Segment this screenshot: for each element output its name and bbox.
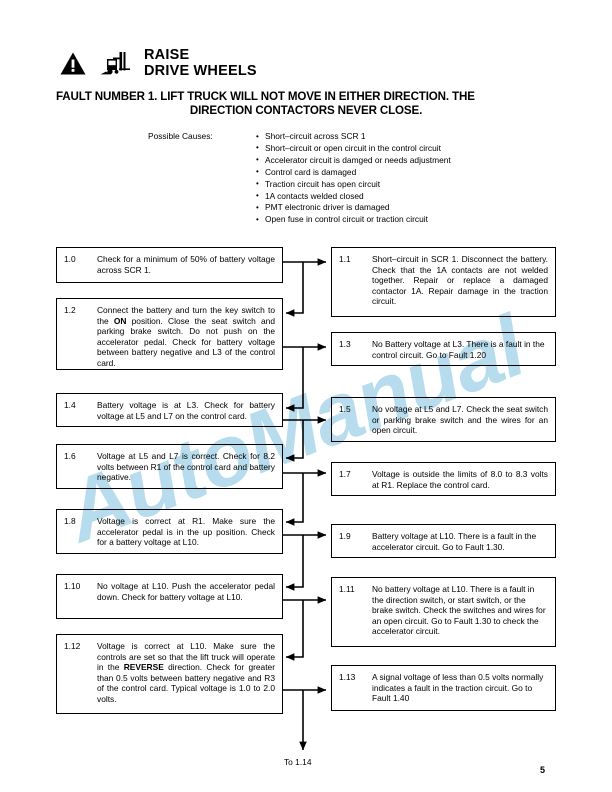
list-item: Traction circuit has open circuit: [256, 178, 451, 191]
forklift-icon: [86, 51, 134, 76]
step-text-part2: position. Close the seat switch and park…: [97, 315, 275, 368]
list-item: PMT electronic driver is damaged: [256, 202, 451, 214]
step-number: 1.13: [339, 672, 356, 682]
possible-causes-label: Possible Causes:: [148, 131, 213, 141]
step-number: 1.8: [64, 516, 76, 526]
flow-step-1-5[interactable]: 1.5 No voltage at L5 and L7. Check the s…: [331, 397, 556, 442]
flow-step-1-7[interactable]: 1.7 Voltage is outside the limits of 8.0…: [331, 462, 556, 496]
list-item: Open fuse in control circuit or traction…: [256, 214, 451, 226]
step-text: A signal voltage of less than 0.5 volts …: [372, 672, 544, 704]
list-item: Short–circuit across SCR 1: [256, 131, 451, 143]
page-header: RAISE DRIVE WHEELS: [60, 47, 257, 79]
flow-step-1-11[interactable]: 1.11 No battery voltage at L10. There is…: [331, 577, 556, 647]
fault-title: FAULT NUMBER 1. LIFT TRUCK WILL NOT MOVE…: [56, 90, 556, 118]
flow-step-1-0[interactable]: 1.0 Check for a minimum of 50% of batter…: [56, 247, 283, 283]
step-text: No Battery voltage at L3. There is a fau…: [372, 339, 545, 360]
step-text: Voltage is correct at L10. Make sure the…: [97, 641, 275, 705]
step-text: No voltage at L10. Push the accelerator …: [97, 581, 275, 602]
flow-step-1-4[interactable]: 1.4 Battery voltage is at L3. Check for …: [56, 393, 283, 427]
step-number: 1.10: [64, 581, 81, 591]
list-item: Short–circuit or open circuit in the con…: [256, 142, 451, 155]
step-number: 1.12: [64, 641, 81, 651]
header-title-block: RAISE DRIVE WHEELS: [144, 47, 257, 79]
step-text-emphasis: ON: [113, 315, 127, 326]
flow-step-1-2[interactable]: 1.2 Connect the battery and turn the key…: [56, 298, 283, 370]
flow-step-1-6[interactable]: 1.6 Voltage at L5 and L7 is correct. Che…: [56, 444, 283, 489]
page-number: 5: [540, 765, 546, 775]
step-text-part2: direction. Check for greater than 0.5 vo…: [97, 662, 275, 704]
flow-step-1-8[interactable]: 1.8 Voltage is correct at R1. Make sure …: [56, 509, 283, 554]
list-item: Control card is damaged: [256, 166, 451, 179]
flow-step-1-10[interactable]: 1.10 No voltage at L10. Push the acceler…: [56, 574, 283, 619]
step-number: 1.3: [339, 339, 351, 349]
step-text-emphasis: REVERSE: [123, 662, 164, 673]
step-text: Battery voltage is at L3. Check for batt…: [97, 400, 275, 421]
step-number: 1.0: [64, 254, 76, 264]
flow-step-1-1[interactable]: 1.1 Short–circuit in SCR 1. Disconnect t…: [331, 247, 556, 317]
step-text: Voltage at L5 and L7 is correct. Check f…: [97, 451, 275, 483]
step-text: No voltage at L5 and L7. Check the seat …: [372, 404, 548, 436]
step-text: Voltage is outside the limits of 8.0 to …: [372, 469, 548, 490]
header-title-line1: RAISE: [144, 47, 190, 63]
step-text-part1: Voltage is correct at L10. Make sure the…: [97, 641, 275, 673]
fault-title-line2: DIRECTION CONTACTORS NEVER CLOSE.: [189, 104, 423, 117]
step-text: Short–circuit in SCR 1. Disconnect the b…: [372, 254, 548, 307]
to-next-fault-label: To 1.14: [284, 757, 312, 767]
flow-step-1-13[interactable]: 1.13 A signal voltage of less than 0.5 v…: [331, 665, 556, 711]
warning-triangle-icon: [60, 52, 86, 75]
flow-step-1-3[interactable]: 1.3 No Battery voltage at L3. There is a…: [331, 332, 556, 366]
possible-causes-list: Short–circuit across SCR 1 Short–circuit…: [256, 131, 451, 226]
step-number: 1.2: [64, 305, 76, 315]
list-item: Accelerator circuit is damged or needs a…: [256, 154, 451, 167]
step-number: 1.4: [64, 400, 76, 410]
step-text: Connect the battery and turn the key swi…: [97, 305, 275, 369]
step-text: Battery voltage at L10. There is a fault…: [372, 531, 537, 552]
step-text: No battery voltage at L10. There is a fa…: [372, 584, 546, 637]
step-number: 1.11: [339, 584, 355, 594]
header-title-line2: DRIVE WHEELS: [144, 62, 257, 79]
list-item: 1A contacts welded closed: [256, 190, 451, 203]
step-number: 1.1: [339, 254, 351, 264]
step-text: Voltage is correct at R1. Make sure the …: [97, 516, 275, 548]
step-number: 1.6: [64, 451, 76, 461]
step-number: 1.9: [339, 531, 351, 541]
step-text-part1: Connect the battery and turn the key swi…: [97, 305, 275, 326]
step-text: Check for a minimum of 50% of battery vo…: [97, 254, 275, 275]
fault-title-line1: FAULT NUMBER 1. LIFT TRUCK WILL NOT MOVE…: [56, 90, 475, 103]
flow-step-1-9[interactable]: 1.9 Battery voltage at L10. There is a f…: [331, 524, 556, 558]
step-number: 1.7: [339, 469, 351, 479]
flow-step-1-12[interactable]: 1.12 Voltage is correct at L10. Make sur…: [56, 634, 283, 714]
step-number: 1.5: [339, 404, 351, 414]
